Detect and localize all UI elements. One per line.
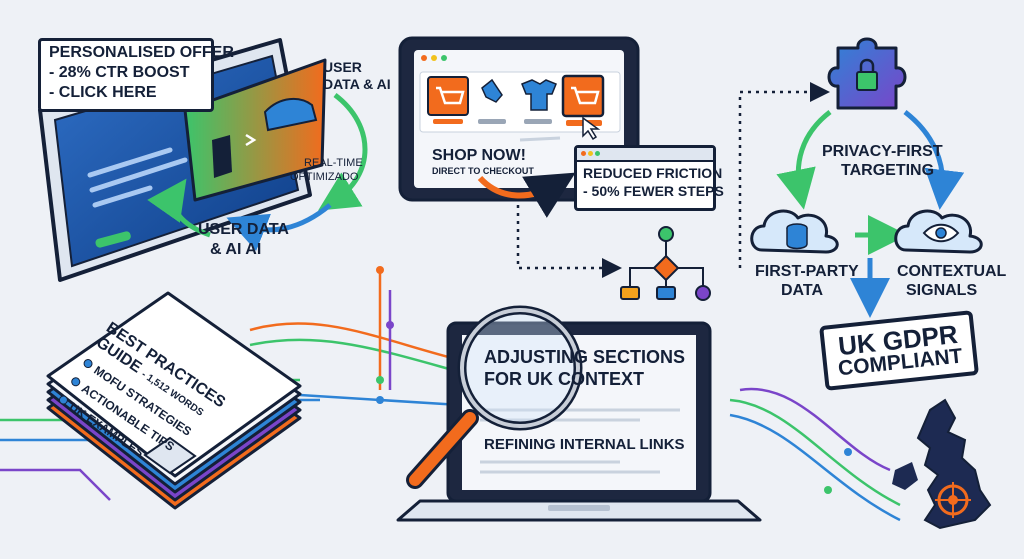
shop-now-label: SHOP NOW!	[432, 147, 526, 164]
window-dot-red	[581, 151, 586, 156]
document-stack	[46, 291, 302, 510]
circuit-lines	[0, 270, 901, 522]
reduced-friction-callout: REDUCED FRICTION - 50% FEWER STEPS	[574, 145, 724, 211]
user-data-ai-bottom-line-1: USER DATA	[198, 221, 289, 238]
circuit-nodes	[376, 266, 852, 494]
privacy-arrows	[776, 110, 965, 318]
laptop-illustration	[396, 321, 762, 522]
laptop-heading-line-2: FOR UK CONTEXT	[484, 369, 644, 389]
realtime-line-2: OPTIMIZADO	[290, 171, 359, 183]
mini-flowchart	[620, 226, 711, 301]
window-dot-green	[595, 151, 600, 156]
user-data-ai-bottom-line-2: & AI AI	[210, 241, 262, 258]
user-data-ai-top-line-1: USER	[323, 59, 362, 75]
privacy-targeting-line-2: TARGETING	[841, 162, 935, 179]
contextual-line-2: SIGNALS	[906, 282, 978, 299]
window-dot-yellow	[588, 151, 593, 156]
tablet-flow-connector	[516, 205, 622, 278]
flow-to-puzzle-connector	[738, 82, 830, 268]
privacy-puzzle-icon	[827, 37, 907, 110]
privacy-targeting-line-1: PRIVACY-FIRST	[822, 143, 943, 160]
user-data-ai-top-line-2: DATA & AI	[323, 76, 391, 92]
offer-line-3: - CLICK HERE	[49, 83, 157, 101]
first-party-line-1: FIRST-PARTY	[755, 263, 859, 280]
personalised-offer-callout: PERSONALISED OFFER - 28% CTR BOOST - CLI…	[38, 38, 234, 112]
first-party-line-2: DATA	[781, 282, 824, 299]
offer-line-2: - 28% CTR BOOST	[49, 63, 190, 81]
direct-checkout-label: DIRECT TO CHECKOUT	[432, 166, 534, 176]
friction-line-1: REDUCED FRICTION	[583, 165, 723, 181]
contextual-line-1: CONTEXTUAL	[897, 263, 1007, 280]
callout-window-bar	[577, 148, 713, 162]
cloud-database-icon	[750, 209, 839, 254]
phone-cycle-arrows	[147, 93, 368, 251]
offer-line-1: PERSONALISED OFFER	[49, 44, 234, 61]
magnifier-icon	[406, 305, 583, 489]
laptop-heading-line-1: ADJUSTING SECTIONS	[484, 347, 686, 367]
uk-map-icon	[892, 398, 992, 530]
realtime-line-1: REAL-TIME	[304, 157, 363, 169]
cloud-eye-icon	[894, 209, 983, 254]
laptop-subheading: REFINING INTERNAL LINKS	[484, 436, 685, 453]
friction-line-2: - 50% FEWER STEPS	[583, 182, 724, 199]
